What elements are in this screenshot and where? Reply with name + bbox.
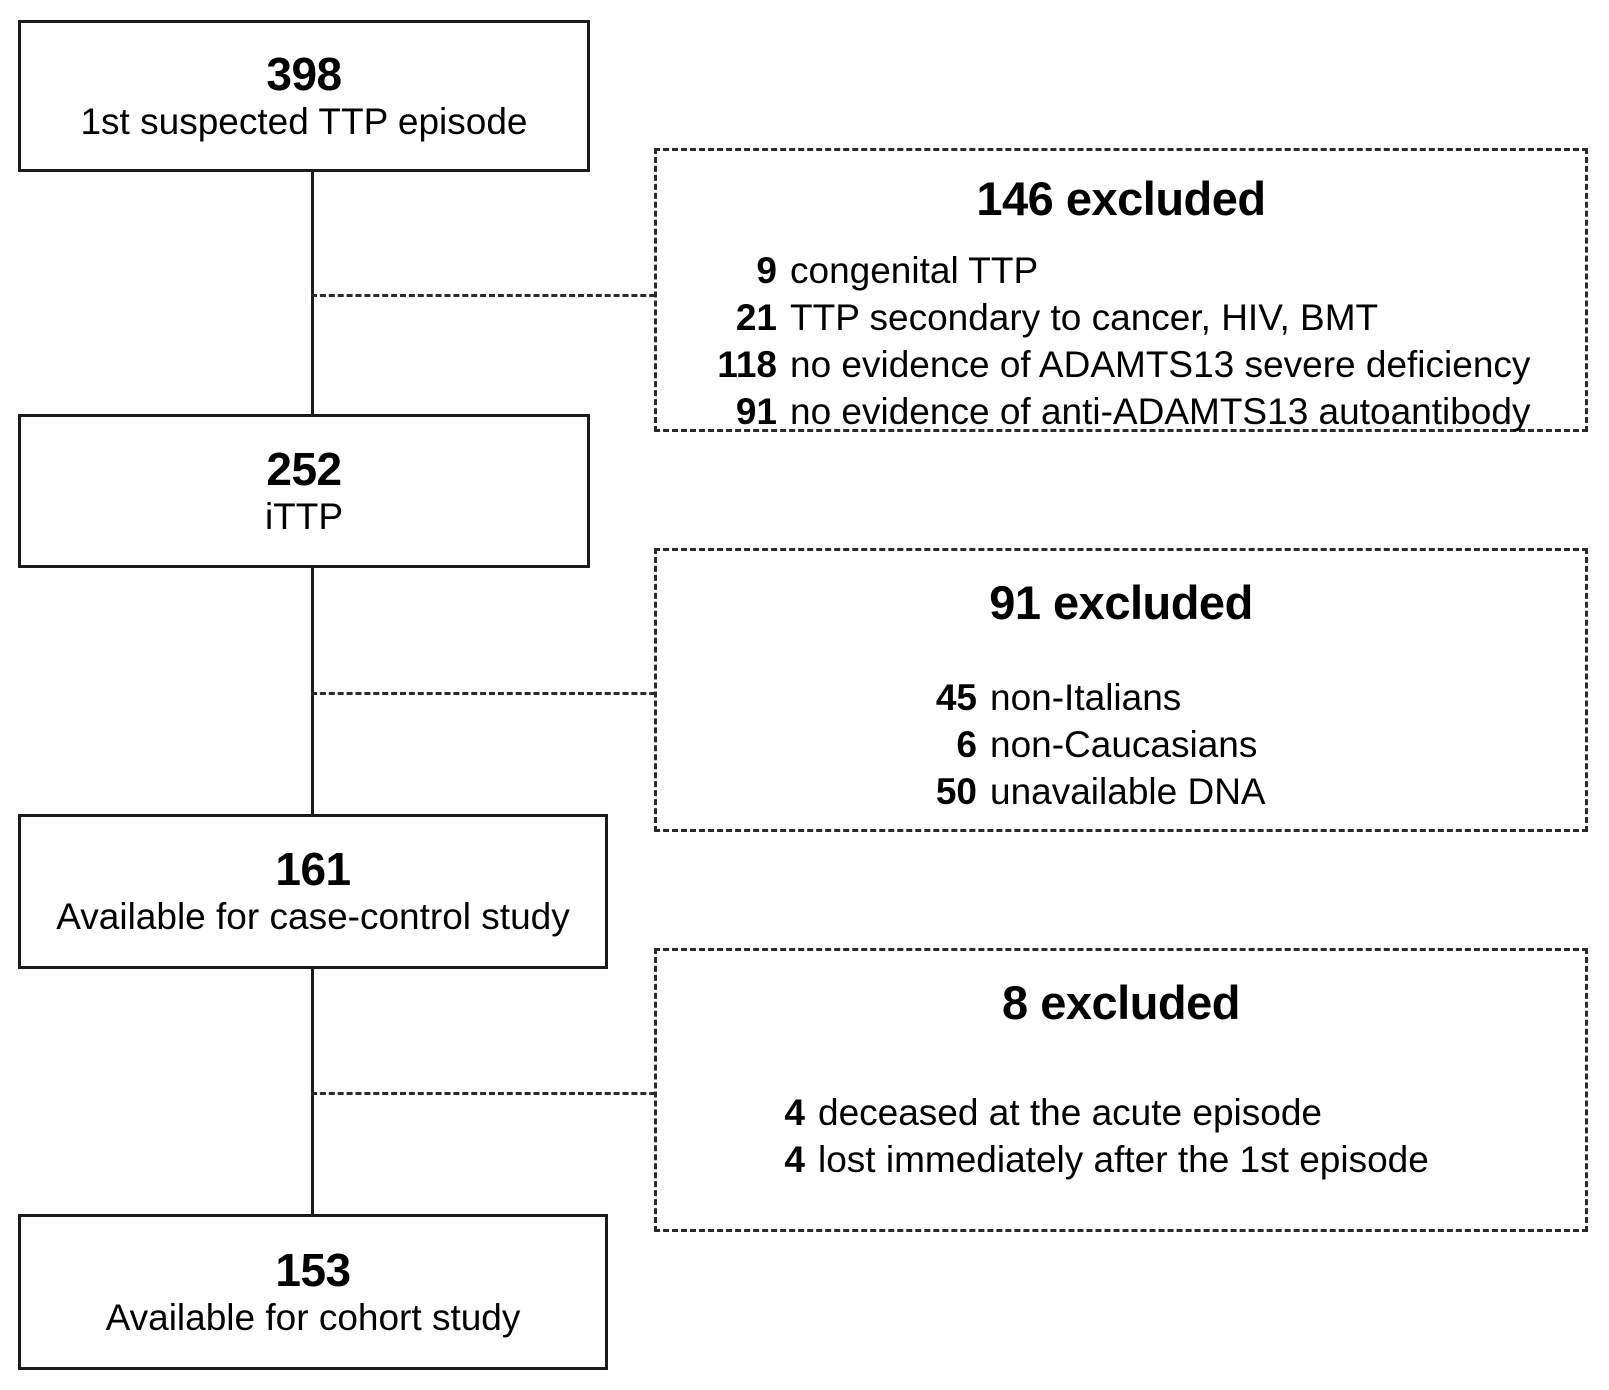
exclusion-item: 9 congenital TTP xyxy=(695,248,1585,295)
exclusion-item-count: 45 xyxy=(935,677,977,718)
exclusion-box-8-list: 4 deceased at the acute episode 4 lost i… xyxy=(779,1090,1585,1184)
connector-exclusion-1 xyxy=(311,294,673,297)
flow-node-161: 161 Available for case-control study xyxy=(18,814,608,969)
exclusion-item: 6 non-Caucasians xyxy=(919,722,1585,769)
exclusion-item: 45 non-Italians xyxy=(919,675,1585,722)
exclusion-item-reason: congenital TTP xyxy=(790,250,1039,291)
exclusion-item: 21 TTP secondary to cancer, HIV, BMT xyxy=(695,295,1585,342)
flow-node-252: 252 iTTP xyxy=(18,414,590,568)
flow-node-252-label: iTTP xyxy=(264,495,344,537)
exclusion-item-count: 21 xyxy=(735,296,777,338)
exclusion-item-count: 6 xyxy=(956,723,977,765)
flow-node-161-count: 161 xyxy=(275,843,351,896)
exclusion-item-count: 91 xyxy=(735,390,777,432)
exclusion-item-count: 50 xyxy=(935,770,977,812)
flow-node-398: 398 1st suspected TTP episode xyxy=(18,20,590,172)
exclusion-box-146-list: 9 congenital TTP 21 TTP secondary to can… xyxy=(695,248,1585,436)
flow-node-398-count: 398 xyxy=(266,47,342,100)
exclusion-box-146-title: 146 excluded xyxy=(976,172,1266,225)
connector-exclusion-2 xyxy=(311,692,673,695)
flow-node-153: 153 Available for cohort study xyxy=(18,1214,608,1370)
exclusion-item-reason: no evidence of anti-ADAMTS13 autoantibod… xyxy=(790,390,1531,432)
exclusion-item-count: 118 xyxy=(717,343,777,385)
exclusion-item: 4 lost immediately after the 1st episode xyxy=(779,1137,1585,1184)
exclusion-box-146: 146 excluded 9 congenital TTP 21 TTP sec… xyxy=(654,148,1588,432)
exclusion-item-reason: no evidence of ADAMTS13 severe deficienc… xyxy=(790,343,1531,385)
exclusion-item-reason: non-Italians xyxy=(990,677,1182,718)
exclusion-item-count: 4 xyxy=(784,1138,805,1180)
exclusion-item-reason: TTP secondary to cancer, HIV, BMT xyxy=(790,296,1379,338)
exclusion-item-reason: lost immediately after the 1st episode xyxy=(818,1138,1429,1180)
flow-node-398-label: 1st suspected TTP episode xyxy=(80,100,528,142)
connector-node1-node2 xyxy=(311,171,314,416)
exclusion-item: 50 unavailable DNA xyxy=(919,769,1585,816)
flow-node-153-label: Available for cohort study xyxy=(105,1296,521,1338)
exclusion-item: 4 deceased at the acute episode xyxy=(779,1090,1585,1137)
exclusion-item-reason: deceased at the acute episode xyxy=(818,1092,1322,1133)
exclusion-item-count: 9 xyxy=(756,250,777,291)
flow-node-252-count: 252 xyxy=(266,442,342,495)
exclusion-item-reason: unavailable DNA xyxy=(990,770,1266,812)
exclusion-box-8-title: 8 excluded xyxy=(1002,976,1240,1029)
connector-exclusion-3 xyxy=(311,1092,673,1095)
exclusion-box-91-list: 45 non-Italians 6 non-Caucasians 50 unav… xyxy=(919,675,1585,816)
flow-node-153-count: 153 xyxy=(275,1243,351,1296)
exclusion-item: 91 no evidence of anti-ADAMTS13 autoanti… xyxy=(695,389,1585,436)
exclusion-box-8: 8 excluded 4 deceased at the acute episo… xyxy=(654,948,1588,1232)
exclusion-item: 118 no evidence of ADAMTS13 severe defic… xyxy=(695,342,1585,389)
flow-node-161-label: Available for case-control study xyxy=(56,896,570,938)
exclusion-item-reason: non-Caucasians xyxy=(990,723,1258,765)
exclusion-box-91: 91 excluded 45 non-Italians 6 non-Caucas… xyxy=(654,548,1588,832)
exclusion-item-count: 4 xyxy=(784,1092,805,1133)
exclusion-box-91-title: 91 excluded xyxy=(989,576,1253,629)
